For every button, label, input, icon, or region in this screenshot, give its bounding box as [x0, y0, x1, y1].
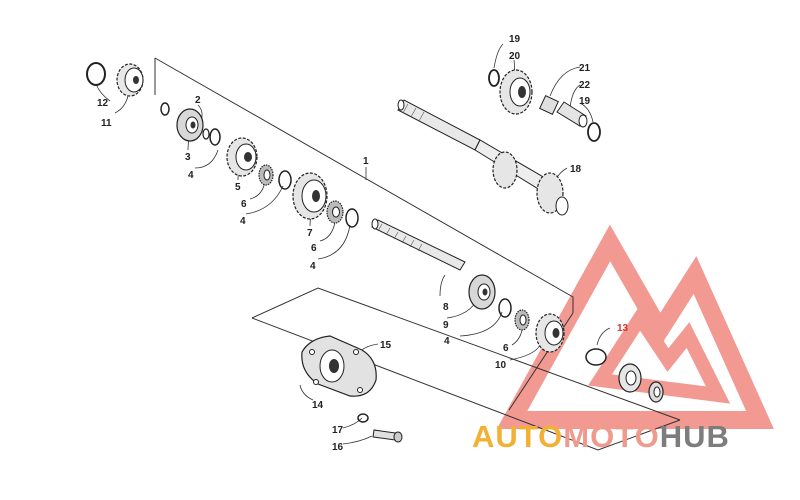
watermark-word-auto: AUTO — [472, 419, 563, 454]
callout-6-a: 6 — [241, 199, 247, 210]
callout-19-upper: 19 — [509, 34, 521, 45]
gear-7 — [292, 172, 328, 220]
callout-14: 14 — [312, 400, 324, 411]
callout-10: 10 — [495, 360, 507, 371]
washer-4-third — [345, 208, 359, 228]
watermark-text: AUTOMOTOHUB — [472, 419, 730, 454]
callout-18: 18 — [570, 164, 582, 175]
callout-3: 3 — [185, 152, 191, 163]
snap-ring-19-lower — [587, 122, 601, 142]
bolt-16 — [372, 429, 403, 443]
watermark-word-hub: HUB — [660, 419, 730, 454]
callout-4-d: 4 — [444, 336, 450, 347]
watermark-word-moto: MOTO — [563, 419, 659, 454]
clip-2 — [160, 102, 170, 116]
callout-4-b: 4 — [240, 216, 246, 227]
callout-5: 5 — [235, 182, 241, 193]
gear-10 — [535, 313, 565, 353]
callout-16: 16 — [332, 442, 344, 453]
sprocket-11 — [116, 63, 144, 97]
callout-labels: 1 2 3 4 5 6 4 7 6 4 8 9 4 6 10 11 12 13 … — [97, 34, 629, 453]
callout-17: 17 — [332, 425, 344, 436]
needle-bearing-6-lower — [514, 309, 530, 331]
callout-13: 13 — [617, 323, 629, 334]
washer-4-small — [202, 128, 210, 140]
snap-ring-12 — [86, 62, 106, 86]
washer-13 — [585, 348, 607, 366]
callout-19-lower: 19 — [579, 96, 591, 107]
callout-8: 8 — [443, 302, 449, 313]
callout-6-b: 6 — [311, 243, 317, 254]
callout-1: 1 — [363, 156, 369, 167]
washer-17 — [357, 413, 369, 423]
main-shaft-8 — [371, 218, 466, 271]
callout-12: 12 — [97, 98, 109, 109]
watermark-logo — [496, 224, 774, 429]
bushing-21 — [539, 95, 559, 115]
callout-22: 22 — [579, 80, 591, 91]
bearing-housing-15 — [301, 335, 377, 397]
washer-4-lower — [498, 298, 512, 318]
gear-5 — [226, 137, 258, 177]
callout-7: 7 — [307, 228, 313, 239]
callout-20: 20 — [509, 51, 521, 62]
callout-9: 9 — [443, 320, 449, 331]
callout-11: 11 — [101, 118, 112, 129]
shift-collar-3 — [176, 108, 204, 142]
washer-4-second — [278, 170, 292, 190]
needle-bearing-6-middle — [326, 200, 344, 224]
callout-6-c: 6 — [503, 343, 509, 354]
callout-21: 21 — [579, 63, 591, 74]
snap-ring-19-upper — [488, 69, 500, 87]
callout-2: 2 — [195, 95, 201, 106]
svg-text:AUTOMOTOHUB: AUTOMOTOHUB — [472, 419, 730, 454]
ball-bearing-right — [618, 363, 664, 403]
washer-4-upper — [209, 128, 221, 146]
counter-shaft-18 — [397, 99, 569, 216]
gear-20 — [499, 69, 533, 115]
sleeve-22 — [556, 101, 588, 128]
needle-bearing-6-upper — [258, 164, 274, 186]
callout-4-c: 4 — [310, 261, 316, 272]
callout-15: 15 — [380, 340, 392, 351]
shift-collar-9 — [468, 274, 496, 310]
callout-4-a: 4 — [188, 170, 194, 181]
